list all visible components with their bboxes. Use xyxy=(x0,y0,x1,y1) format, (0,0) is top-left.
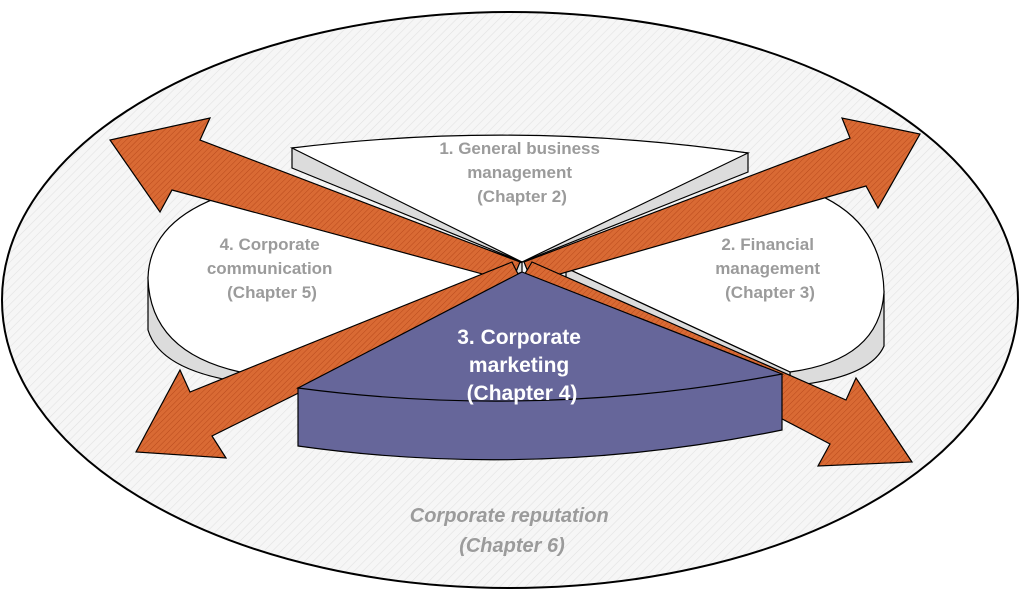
label-general-business: 1. General business management (Chapter … xyxy=(439,139,604,206)
segment-general-business xyxy=(289,134,751,263)
arrow-top-left xyxy=(108,117,521,283)
label-communication: 4. Corporate communication (Chapter 5) xyxy=(207,235,337,302)
label-marketing: 3. Corporate marketing (Chapter 4) xyxy=(457,326,587,405)
arrow-top-right xyxy=(523,117,921,283)
label-corporate-reputation: Corporate reputation (Chapter 6) xyxy=(410,505,614,557)
segment-marketing xyxy=(296,271,785,461)
label-financial: 2. Financial management (Chapter 3) xyxy=(715,235,825,302)
